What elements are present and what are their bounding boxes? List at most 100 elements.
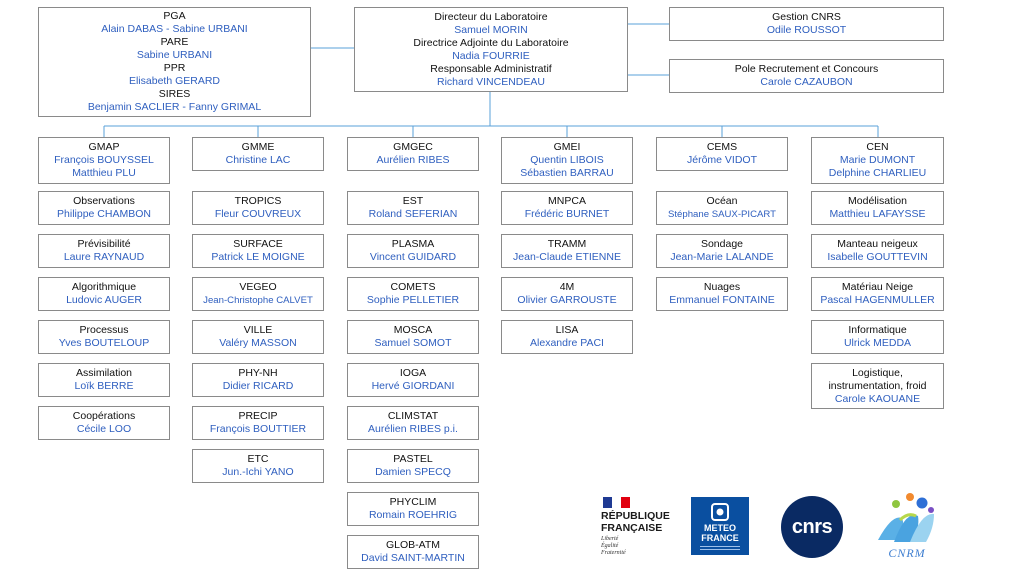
team-person: Yves BOUTELOUP xyxy=(58,337,150,349)
rf-motto-2: Égalité xyxy=(601,543,619,549)
team-person: Sophie PELLETIER xyxy=(366,294,460,306)
team-person: Matthieu LAFAYSSE xyxy=(829,208,926,220)
team-box-lisa: LISA Alexandre PACI xyxy=(501,320,633,354)
team-person: Roland SEFERIAN xyxy=(368,208,458,220)
meteo-line-2: FRANCE xyxy=(701,532,739,543)
team-person: Alexandre PACI xyxy=(530,337,604,349)
cnrm-figures-icon xyxy=(878,493,934,542)
team-box-plasma: PLASMA Vincent GUIDARD xyxy=(347,234,479,268)
team-person: Isabelle GOUTTEVIN xyxy=(827,251,928,263)
team-box-climstat: CLIMSTAT Aurélien RIBES p.i. xyxy=(347,406,479,440)
team-box-tropics: TROPICS Fleur COUVREUX xyxy=(192,191,324,225)
cen-head-box: CEN Marie DUMONT Delphine CHARLIEU xyxy=(811,137,944,184)
team-title: PHY-NH xyxy=(238,367,278,379)
team-person: Ludovic AUGER xyxy=(66,294,142,306)
team-box-processus: Processus Yves BOUTELOUP xyxy=(38,320,170,354)
team-box-ville: VILLE Valéry MASSON xyxy=(192,320,324,354)
gmgec-title: GMGEC xyxy=(393,141,433,153)
team-person: Loïk BERRE xyxy=(74,380,134,392)
team-box-modelisation: Modélisation Matthieu LAFAYSSE xyxy=(811,191,944,225)
french-flag-icon xyxy=(603,497,630,508)
ppr-title: PPR xyxy=(163,62,186,74)
team-box-vegeo: VEGEO Jean-Christophe CALVET xyxy=(192,277,324,311)
team-box-4m: 4M Olivier GARROUSTE xyxy=(501,277,633,311)
gestion-cnrs-box: Gestion CNRS Odile ROUSSOT xyxy=(669,7,944,41)
team-box-materiau-neige: Matériau Neige Pascal HAGENMULLER xyxy=(811,277,944,311)
rf-line-1: RÉPUBLIQUE xyxy=(601,510,670,522)
team-box-sondage: Sondage Jean-Marie LALANDE xyxy=(656,234,788,268)
recruitment-box: Pole Recrutement et Concours Carole CAZA… xyxy=(669,59,944,93)
team-box-mosca: MOSCA Samuel SOMOT xyxy=(347,320,479,354)
team-box-precip: PRECIP François BOUTTIER xyxy=(192,406,324,440)
team-title: Algorithmique xyxy=(71,281,137,293)
recruitment-person: Carole CAZAUBON xyxy=(760,76,853,88)
team-person: Jun.-Ichi YANO xyxy=(222,466,294,478)
meteo-france-emblem-icon xyxy=(711,502,729,521)
team-title: MOSCA xyxy=(393,324,433,336)
team-title: Coopérations xyxy=(72,410,136,422)
team-box-phy-nh: PHY-NH Didier RICARD xyxy=(192,363,324,397)
cems-title: CEMS xyxy=(706,141,738,153)
cnrs-logo: cnrs xyxy=(781,496,843,558)
gmap-person-2: Matthieu PLU xyxy=(72,167,136,179)
gestion-cnrs-person: Odile ROUSSOT xyxy=(766,24,847,36)
team-box-pastel: PASTEL Damien SPECQ xyxy=(347,449,479,483)
team-box-informatique: Informatique Ulrick MEDDA xyxy=(811,320,944,354)
team-title: SURFACE xyxy=(233,238,283,250)
team-title: TRAMM xyxy=(547,238,587,250)
meteo-tagline-lines xyxy=(700,545,740,550)
team-title: TROPICS xyxy=(234,195,282,207)
rf-motto-3: Fraternité xyxy=(601,550,626,556)
team-box-cooperations: Coopérations Cécile LOO xyxy=(38,406,170,440)
team-person: Patrick LE MOIGNE xyxy=(211,251,305,263)
sires-person: Benjamin SACLIER - Fanny GRIMAL xyxy=(87,101,262,113)
team-title: 4M xyxy=(559,281,575,293)
team-title: PASTEL xyxy=(393,453,433,465)
team-person: Samuel SOMOT xyxy=(374,337,452,349)
admin-manager-person: Richard VINCENDEAU xyxy=(437,75,545,88)
cems-person-1: Jérôme VIDOT xyxy=(686,154,757,166)
rf-motto-1: Liberté xyxy=(601,536,619,542)
team-person: Aurélien RIBES p.i. xyxy=(368,423,458,435)
team-title: LISA xyxy=(555,324,579,336)
team-person: Carole KAOUANE xyxy=(834,392,921,405)
team-box-algorithmique: Algorithmique Ludovic AUGER xyxy=(38,277,170,311)
team-person: Jean-Marie LALANDE xyxy=(670,251,774,263)
gestion-cnrs-title: Gestion CNRS xyxy=(772,11,841,23)
gmme-head-box: GMME Christine LAC xyxy=(192,137,324,171)
ppr-person: Elisabeth GERARD xyxy=(128,75,221,87)
team-title: Matériau Neige xyxy=(841,281,914,293)
team-title: Assimilation xyxy=(75,367,133,379)
team-person: David SAINT-MARTIN xyxy=(361,552,465,564)
deputy-director-title: Directrice Adjointe du Laboratoire xyxy=(413,36,569,49)
cnrs-text: cnrs xyxy=(791,515,833,538)
team-person: Damien SPECQ xyxy=(375,466,451,478)
team-title: Océan xyxy=(706,195,738,207)
team-box-manteau-neigeux: Manteau neigeux Isabelle GOUTTEVIN xyxy=(811,234,944,268)
cen-person-2: Delphine CHARLIEU xyxy=(828,167,927,179)
team-box-previsibilite: Prévisibilité Laure RAYNAUD xyxy=(38,234,170,268)
team-box-ioga: IOGA Hervé GIORDANI xyxy=(347,363,479,397)
gmgec-person-1: Aurélien RIBES xyxy=(376,154,450,166)
team-box-ocean: Océan Stéphane SAUX-PICART xyxy=(656,191,788,225)
director-title: Directeur du Laboratoire xyxy=(434,10,548,23)
team-title: Prévisibilité xyxy=(77,238,131,250)
team-person: Hervé GIORDANI xyxy=(371,380,455,392)
team-box-assimilation: Assimilation Loïk BERRE xyxy=(38,363,170,397)
gmap-person-1: François BOUYSSEL xyxy=(54,154,154,166)
gmei-person-1: Quentin LIBOIS xyxy=(530,154,604,166)
team-title: VILLE xyxy=(243,324,273,336)
team-box-glob-atm: GLOB-ATM David SAINT-MARTIN xyxy=(347,535,479,569)
team-box-etc: ETC Jun.-Ichi YANO xyxy=(192,449,324,483)
team-person: Laure RAYNAUD xyxy=(63,251,145,263)
team-person: Emmanuel FONTAINE xyxy=(669,294,775,306)
gmme-person-1: Christine LAC xyxy=(225,154,291,166)
team-person: Valéry MASSON xyxy=(219,337,297,349)
team-person: Cécile LOO xyxy=(76,423,132,435)
rf-line-2: FRANÇAISE xyxy=(601,522,663,534)
team-title: PLASMA xyxy=(391,238,435,250)
team-person: Ulrick MEDDA xyxy=(843,337,912,349)
pare-title: PARE xyxy=(160,36,189,48)
team-title: PHYCLIM xyxy=(389,496,437,508)
